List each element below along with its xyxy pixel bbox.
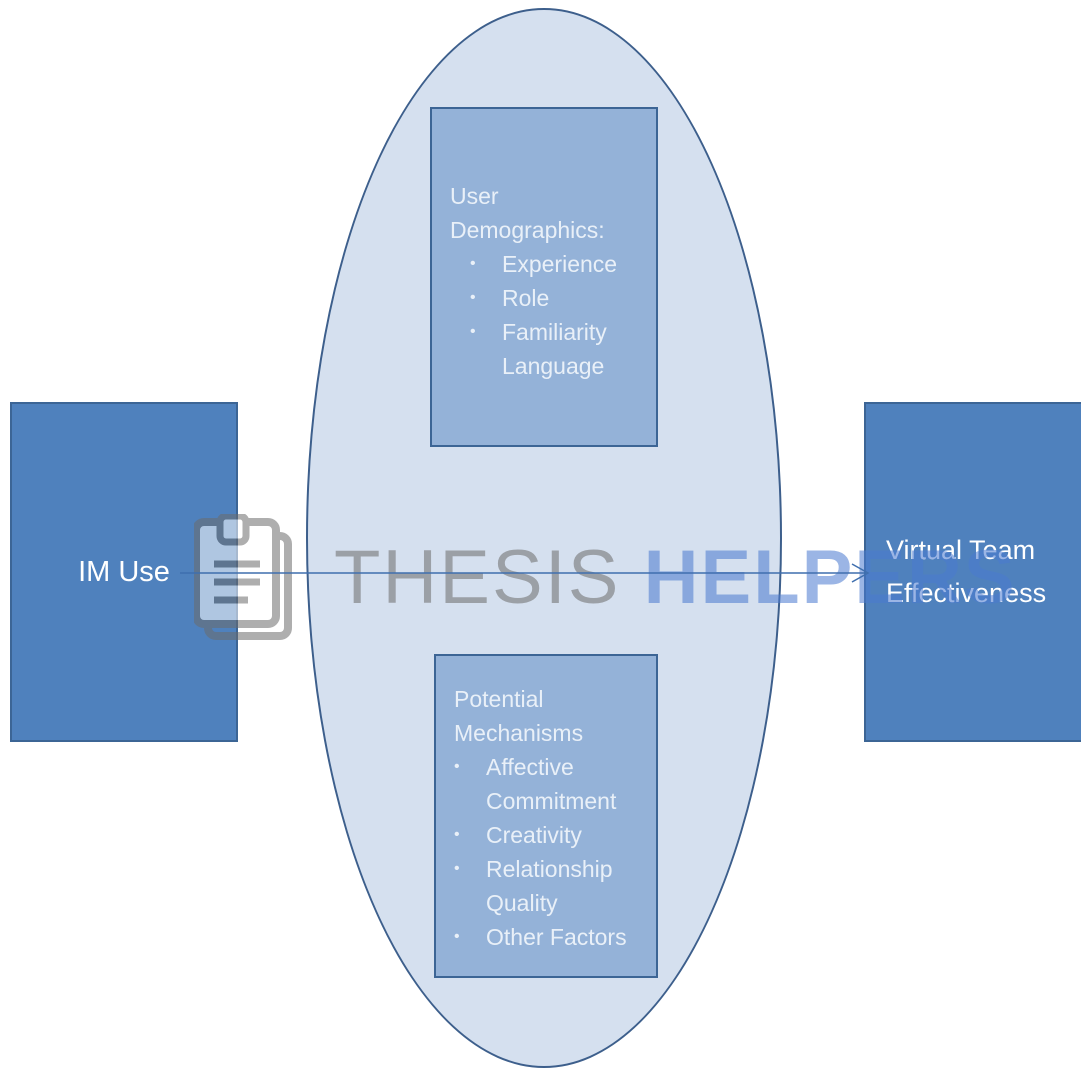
demographics-heading-1: User xyxy=(450,183,499,209)
mechanisms-heading-1: Potential xyxy=(454,686,544,712)
watermark: THESIS HELPERS xyxy=(194,514,1017,644)
list-item: Relationship Quality xyxy=(454,852,656,920)
mechanisms-list: Affective Commitment Creativity Relation… xyxy=(454,750,656,954)
im-use-label: IM Use xyxy=(78,555,170,588)
mechanisms-heading-2: Mechanisms xyxy=(454,720,584,746)
list-item-line: Affective xyxy=(486,754,574,780)
list-item: Role xyxy=(470,281,656,315)
demographics-list: Experience Role Familiarity xyxy=(450,247,656,349)
demographics-heading-2: Demographics: xyxy=(450,217,605,243)
list-item: Other Factors xyxy=(454,920,656,954)
list-item: Creativity xyxy=(454,818,656,852)
list-item-line: Relationship xyxy=(486,856,613,882)
potential-mechanisms-box: Potential Mechanisms Affective Commitmen… xyxy=(434,654,658,978)
list-item-line: Other Factors xyxy=(486,924,627,950)
watermark-text-part-2: HELPERS xyxy=(643,535,1017,620)
user-demographics-box: User Demographics: Experience Role Famil… xyxy=(430,107,658,447)
list-item: Familiarity xyxy=(470,315,656,349)
list-item: Experience xyxy=(470,247,656,281)
watermark-text-part-1: THESIS xyxy=(334,535,644,620)
watermark-text: THESIS HELPERS xyxy=(334,534,1017,621)
vte-label-line-2: Effectiveness xyxy=(886,578,1047,608)
demographics-continuation: Language xyxy=(502,353,605,379)
clipboard-icon xyxy=(194,514,292,640)
virtual-team-effectiveness-box: Virtual Team Effectiveness xyxy=(864,402,1081,742)
vte-label-line-1: Virtual Team xyxy=(886,535,1036,565)
list-item: Affective Commitment xyxy=(454,750,656,818)
list-item-line: Creativity xyxy=(486,822,582,848)
list-item-line: Quality xyxy=(486,890,558,916)
list-item-line: Commitment xyxy=(486,788,617,814)
